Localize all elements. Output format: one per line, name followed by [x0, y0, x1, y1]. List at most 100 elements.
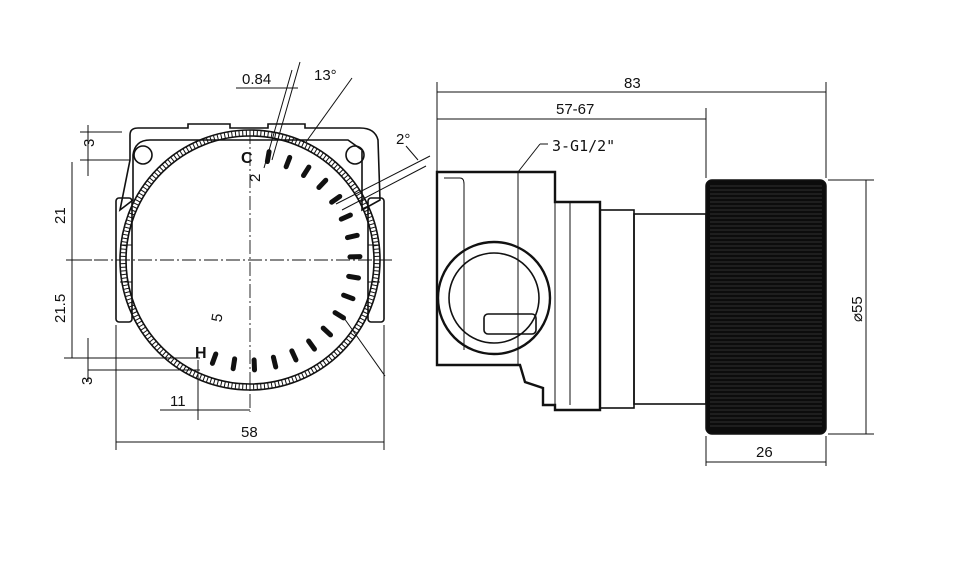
- knurl-tick: [352, 186, 358, 191]
- knurl-tick: [370, 230, 377, 233]
- dim-57-67: 57-67: [556, 101, 594, 118]
- knurl-tick: [136, 195, 143, 200]
- knurl-tick: [216, 134, 219, 141]
- knurl-tick: [301, 372, 305, 379]
- front-view: C H 2 5 3 21 21.5 3 11 58 0.84 13°: [52, 61, 431, 450]
- knurl-tick: [164, 161, 170, 167]
- knurl-tick: [146, 335, 153, 340]
- knurl-tick: [124, 291, 131, 294]
- knurl-tick: [149, 177, 155, 182]
- cartridge-sleeve: [633, 213, 707, 405]
- knurl-tick: [368, 294, 375, 298]
- knurl-tick: [328, 159, 333, 165]
- knurl-tick: [366, 301, 373, 305]
- knurl-tick: [123, 287, 130, 290]
- knurl-tick: [159, 348, 164, 354]
- mount-hole-right: [345, 145, 365, 165]
- knurl-tick: [304, 143, 308, 149]
- knurl-tick: [322, 154, 327, 160]
- knurl-tick: [338, 169, 344, 174]
- dim-3-top: 3: [81, 139, 98, 147]
- knurl-tick: [220, 380, 223, 387]
- knurl-tick: [297, 140, 302, 146]
- knurl-tick: [284, 378, 288, 385]
- knurl-tick: [350, 332, 356, 337]
- knurl-tick: [373, 270, 380, 272]
- knurl-tick: [212, 135, 216, 142]
- knurl-tick: [359, 198, 366, 203]
- knurl-tick: [294, 375, 298, 382]
- knurl-tick: [343, 174, 349, 180]
- knurl-tick: [121, 237, 128, 240]
- scale-dash: [283, 154, 293, 170]
- knurl-tick: [192, 371, 196, 377]
- knurl-tick: [330, 161, 336, 167]
- knurl-tick: [307, 144, 312, 151]
- knurl-tick: [284, 135, 288, 142]
- knurl-tick: [144, 332, 150, 337]
- knurl-tick: [151, 340, 157, 346]
- scale-dash: [341, 292, 356, 302]
- knurl-tick: [362, 205, 369, 209]
- knurl-tick: [134, 198, 141, 203]
- knurl-tick: [151, 174, 157, 180]
- knurl-tick: [238, 130, 240, 137]
- knurl-tick: [369, 226, 376, 229]
- knurl-tick: [159, 166, 164, 172]
- cold-mark: C: [241, 150, 253, 167]
- knurl-tick: [297, 374, 302, 380]
- knurl-tick: [220, 133, 223, 140]
- cartridge: [599, 209, 635, 409]
- knurl-tick: [336, 166, 341, 172]
- dim-26: 26: [756, 444, 773, 461]
- knurl-tick: [361, 202, 367, 206]
- knurl-tick: [134, 317, 141, 322]
- scale-dash: [306, 338, 317, 352]
- knurl-tick: [153, 171, 159, 177]
- knurl-tick: [294, 138, 298, 145]
- knurl-tick: [263, 383, 266, 390]
- knurl-tick: [301, 141, 305, 148]
- knurl-tick: [192, 143, 196, 149]
- knurl-tick: [231, 131, 233, 138]
- knurl-tick: [133, 314, 139, 318]
- knurl-tick: [198, 374, 203, 380]
- knurl-tick: [231, 382, 233, 389]
- knurl-tick: [133, 202, 139, 206]
- knurl-tick: [164, 353, 170, 359]
- knurl-tick: [161, 351, 167, 357]
- knurl-tick: [120, 270, 127, 272]
- knurl-tick: [345, 177, 351, 182]
- knurl-tick: [365, 212, 372, 216]
- knurl-tick: [313, 365, 318, 372]
- knurl-tick: [357, 195, 364, 200]
- knurl-tick: [267, 382, 269, 389]
- scale-dash: [230, 356, 238, 372]
- knurl-tick: [373, 244, 380, 247]
- knurl-tick: [182, 365, 187, 372]
- knurl-tick: [209, 377, 213, 384]
- knurl-tick: [291, 137, 295, 144]
- knurl-tick: [212, 378, 216, 385]
- scale-dash: [338, 212, 353, 222]
- hot-mark: H: [195, 345, 207, 362]
- knurl-tick: [260, 130, 262, 137]
- knurl-tick: [371, 284, 378, 287]
- knurl-tick: [281, 379, 284, 386]
- knurl-tick: [146, 180, 153, 185]
- knurl-tick: [372, 277, 379, 279]
- knurl-tick: [185, 367, 190, 374]
- knurl-tick: [313, 148, 318, 155]
- knurl-tick: [234, 383, 237, 390]
- inlet-port-inner: [448, 252, 540, 344]
- knurl-tick: [307, 369, 312, 376]
- knurl-tick: [120, 244, 127, 247]
- knurl-tick: [149, 338, 155, 343]
- knurl-tick: [355, 323, 362, 328]
- knurl-tick: [130, 307, 136, 312]
- knurl-tick: [127, 301, 134, 305]
- knurl-tick: [126, 219, 133, 223]
- knurl-tick: [176, 152, 181, 158]
- knurl-tick: [373, 273, 380, 276]
- knurl-tick: [216, 379, 219, 386]
